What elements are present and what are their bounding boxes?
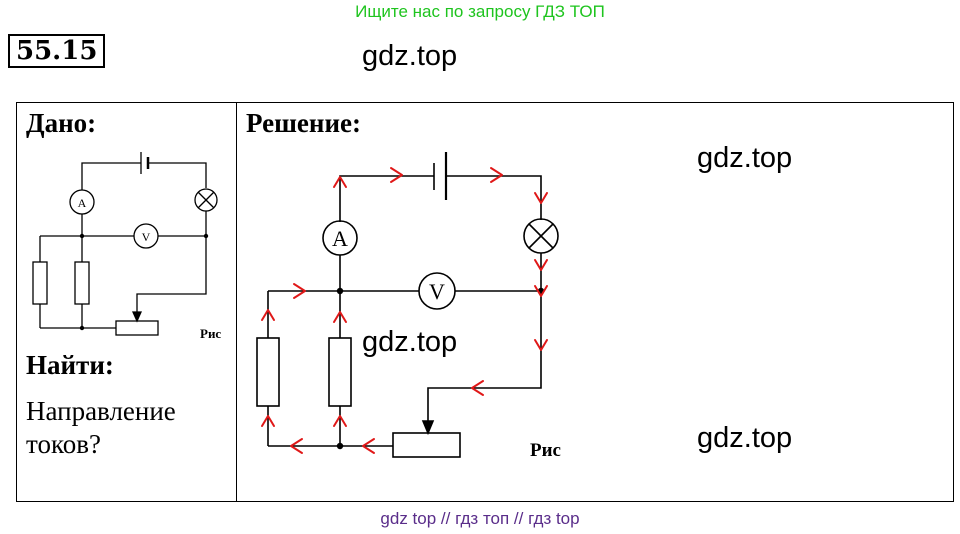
top-banner: Ищите нас по запросу ГДЗ ТОП — [355, 2, 605, 21]
column-divider — [236, 102, 237, 502]
current-arrow-icon — [290, 438, 303, 454]
given-ammeter-label: A — [78, 196, 87, 210]
solution-figure-caption: Рис — [530, 440, 561, 461]
current-arrow-icon — [261, 309, 275, 321]
current-arrow-icon — [534, 285, 548, 297]
footer-links: gdz top // гдз топ // гдз top — [380, 509, 580, 528]
current-arrow-icon — [471, 380, 484, 396]
solution-ammeter-label: A — [332, 226, 348, 251]
current-arrow-icon — [534, 192, 548, 204]
current-arrow-icon — [490, 167, 503, 183]
given-heading: Дано: — [26, 108, 97, 138]
current-arrow-icon — [261, 415, 275, 427]
current-arrow-icon — [534, 259, 548, 271]
current-arrow-icon — [333, 176, 347, 188]
current-arrow-icon — [333, 415, 347, 427]
task-number: 55.15 — [8, 34, 106, 68]
find-line-1: Направление — [26, 396, 176, 426]
current-arrow-icon — [333, 311, 347, 323]
watermark-middle: gdz.top — [362, 326, 458, 358]
watermark-right-bottom: gdz.top — [697, 422, 793, 454]
find-heading: Найти: — [26, 350, 114, 380]
watermark-right-top: gdz.top — [697, 142, 793, 174]
current-arrow-icon — [390, 167, 403, 183]
current-arrow-icon — [293, 283, 306, 299]
find-line-2: токов? — [26, 429, 101, 459]
watermark-top: gdz.top — [362, 40, 458, 72]
current-arrow-icon — [534, 339, 548, 351]
given-figure-caption: Рис — [200, 326, 221, 341]
current-arrow-icon — [362, 438, 375, 454]
solution-heading: Решение: — [246, 108, 361, 138]
solution-frame — [16, 102, 954, 502]
given-voltmeter-label: V — [142, 230, 151, 244]
solution-voltmeter-label: V — [429, 279, 445, 304]
